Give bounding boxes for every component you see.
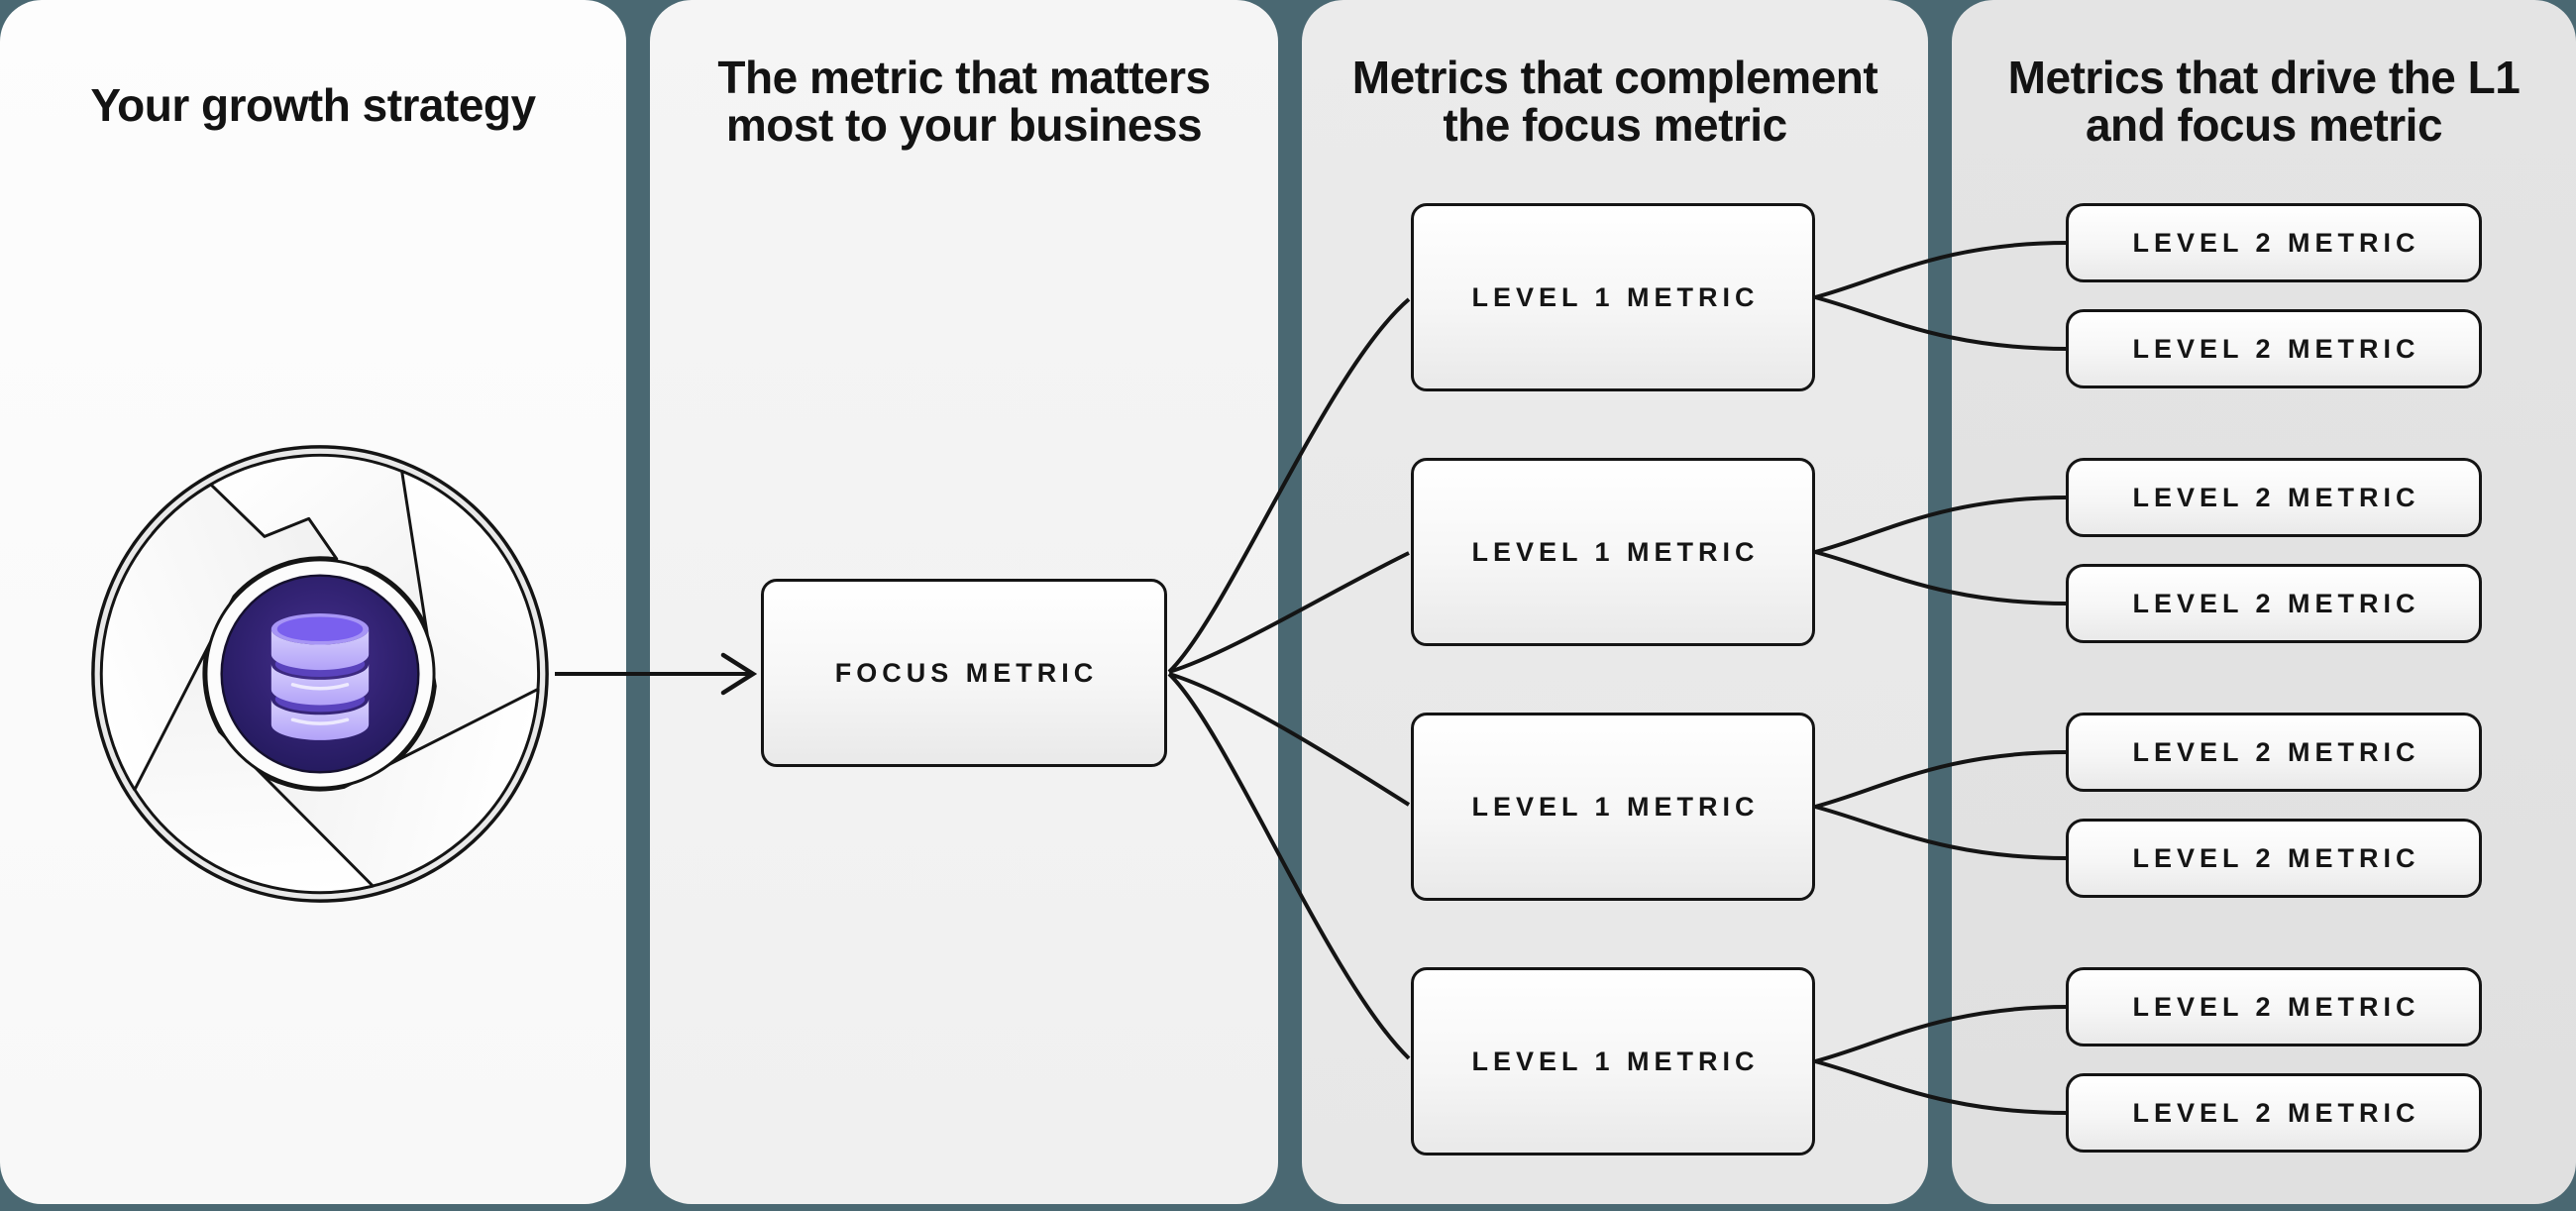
panel-title: Metrics that complement the focus metric (1302, 54, 1928, 149)
node-level2-metric: LEVEL 2 METRIC (2066, 458, 2482, 537)
node-label: LEVEL 2 METRIC (2132, 227, 2420, 258)
node-label: LEVEL 2 METRIC (2132, 482, 2420, 512)
aperture-database-icon (86, 440, 554, 908)
panel-title-line: and focus metric (2085, 99, 2443, 151)
node-label: LEVEL 2 METRIC (2132, 991, 2420, 1022)
node-label: LEVEL 2 METRIC (2132, 333, 2420, 364)
node-label: LEVEL 2 METRIC (2132, 736, 2420, 767)
node-level1-metric: LEVEL 1 METRIC (1411, 203, 1815, 391)
node-level2-metric: LEVEL 2 METRIC (2066, 1073, 2482, 1153)
node-label: FOCUS METRIC (834, 657, 1099, 688)
panel-title-line: Your growth strategy (90, 79, 536, 131)
panel-title-line: most to your business (725, 99, 1203, 151)
database-icon (270, 613, 370, 740)
panel-title: Your growth strategy (0, 81, 626, 129)
panel-title-line: Metrics that complement (1351, 52, 1878, 103)
node-level2-metric: LEVEL 2 METRIC (2066, 967, 2482, 1046)
node-label: LEVEL 1 METRIC (1471, 1046, 1760, 1076)
panel-title: The metric that matters most to your bus… (650, 54, 1278, 149)
node-level2-metric: LEVEL 2 METRIC (2066, 819, 2482, 898)
node-label: LEVEL 1 METRIC (1471, 281, 1760, 312)
node-label: LEVEL 1 METRIC (1471, 536, 1760, 567)
node-label: LEVEL 1 METRIC (1471, 791, 1760, 822)
node-level1-metric: LEVEL 1 METRIC (1411, 713, 1815, 901)
node-level2-metric: LEVEL 2 METRIC (2066, 713, 2482, 792)
node-label: LEVEL 2 METRIC (2132, 842, 2420, 873)
node-label: LEVEL 2 METRIC (2132, 1097, 2420, 1128)
node-label: LEVEL 2 METRIC (2132, 588, 2420, 618)
panel-title-line: Metrics that drive the L1 (2007, 52, 2521, 103)
panel-title: Metrics that drive the L1 and focus metr… (1952, 54, 2576, 149)
node-level2-metric: LEVEL 2 METRIC (2066, 564, 2482, 643)
panel-title-line: the focus metric (1443, 99, 1787, 151)
node-level2-metric: LEVEL 2 METRIC (2066, 309, 2482, 388)
panel-title-line: The metric that matters (717, 52, 1211, 103)
node-focus-metric: FOCUS METRIC (761, 579, 1167, 767)
node-level1-metric: LEVEL 1 METRIC (1411, 967, 1815, 1156)
node-level2-metric: LEVEL 2 METRIC (2066, 203, 2482, 282)
node-level1-metric: LEVEL 1 METRIC (1411, 458, 1815, 646)
